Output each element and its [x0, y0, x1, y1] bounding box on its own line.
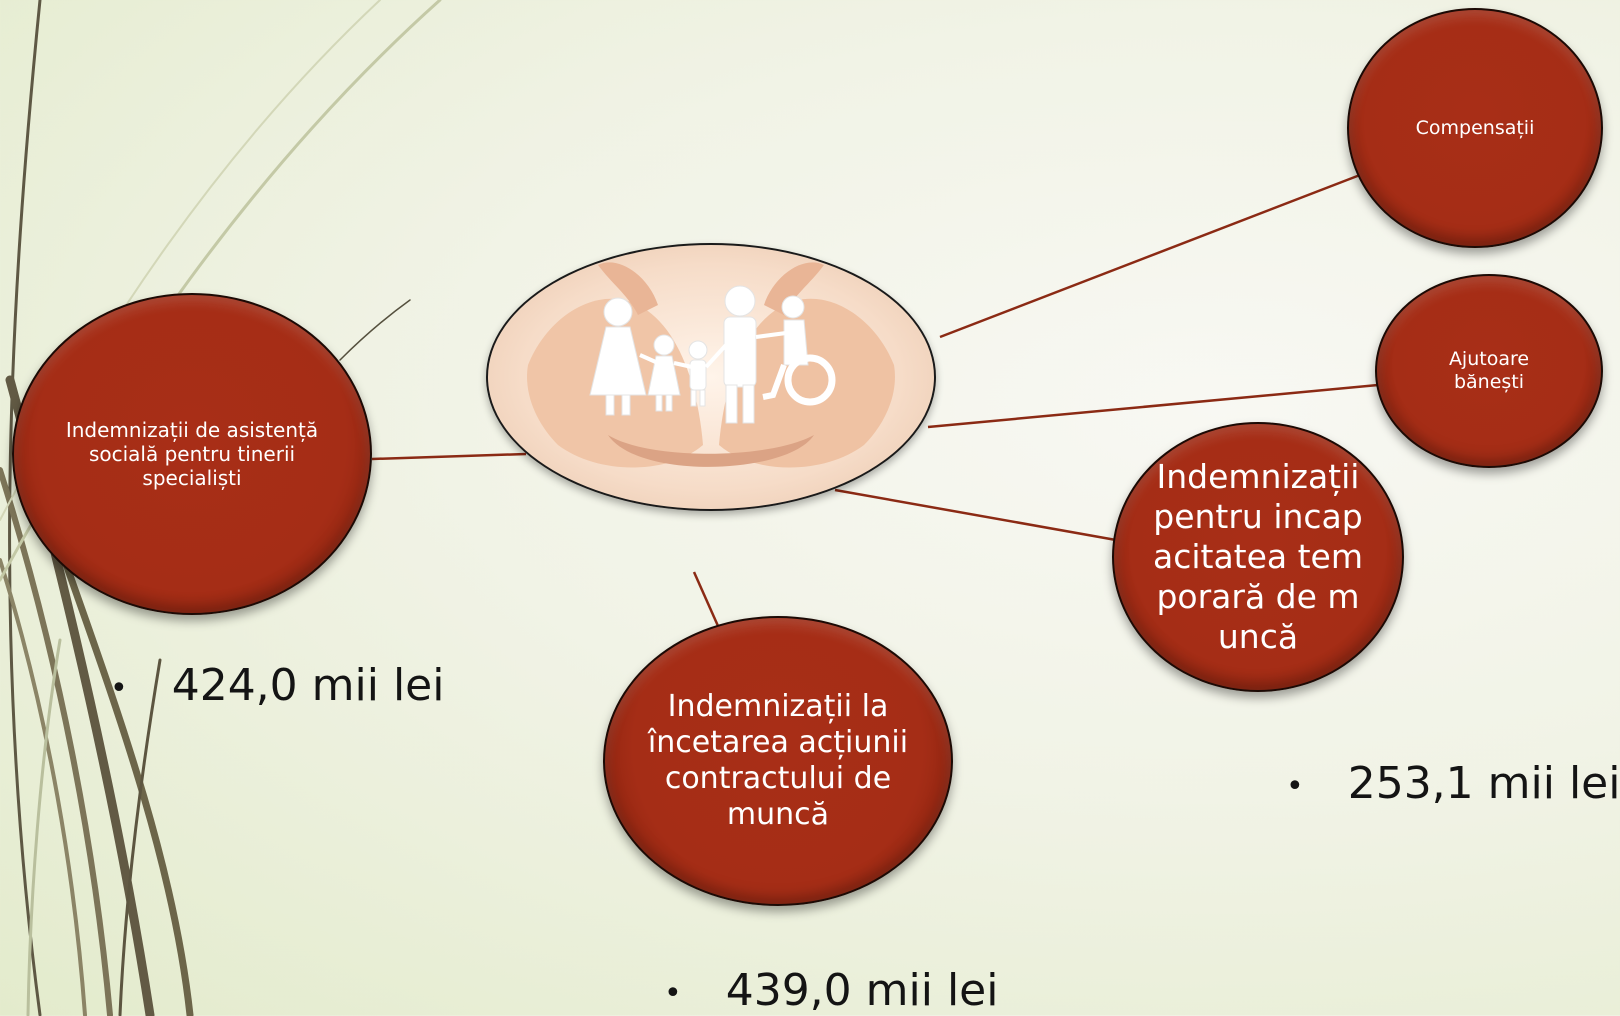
amount-temporary-text: 253,1 mii lei — [1347, 758, 1620, 809]
node-youth-specialists-label: Indemnizații de asistență socială pentru… — [65, 418, 319, 490]
amount-youth-text: 424,0 mii lei — [171, 660, 445, 711]
node-youth-specialists: Indemnizații de asistență socială pentru… — [12, 293, 372, 615]
amount-termination: • 439,0 mii lei — [664, 965, 998, 1016]
node-compensations-label: Compensații — [1415, 117, 1535, 139]
node-compensations: Compensații — [1347, 8, 1603, 248]
node-temporary-incapacity-label: Indemnizații pentru incapacitatea tempor… — [1152, 457, 1364, 656]
node-cash-aid: Ajutoare bănești — [1375, 274, 1603, 468]
bullet-dot: • — [1286, 768, 1304, 804]
center-photo-hands-family — [486, 243, 936, 511]
amount-youth: • 424,0 mii lei — [110, 660, 444, 711]
bullet-dot: • — [664, 975, 682, 1011]
node-temporary-incapacity: Indemnizații pentru incapacitatea tempor… — [1112, 422, 1404, 692]
bullet-dot: • — [110, 670, 128, 706]
amount-temporary: • 253,1 mii lei — [1286, 758, 1620, 809]
hands-family-icon — [527, 262, 895, 468]
node-contract-termination-label: Indemnizații la încetarea acțiunii contr… — [647, 689, 909, 832]
node-cash-aid-label: Ajutoare bănești — [1448, 348, 1530, 393]
amount-termination-text: 439,0 mii lei — [725, 965, 999, 1016]
node-contract-termination: Indemnizații la încetarea acțiunii contr… — [603, 616, 953, 906]
